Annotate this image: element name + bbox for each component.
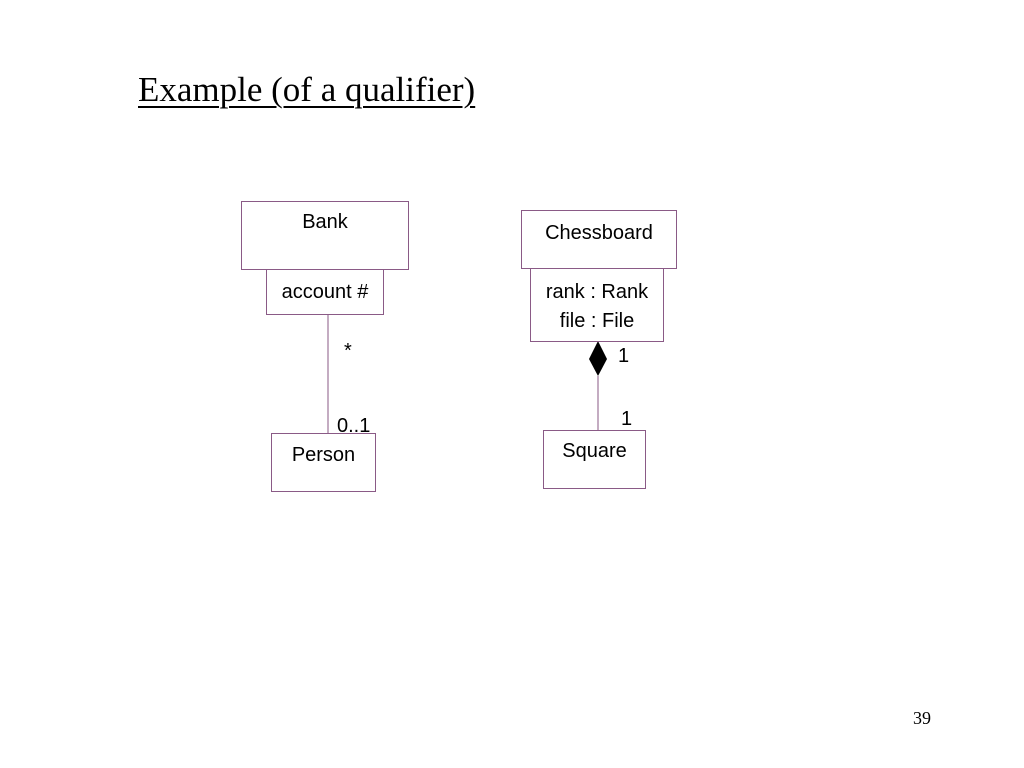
account-qualifier-box: account #	[266, 269, 384, 315]
multiplicity-many: *	[344, 340, 352, 362]
multiplicity-whole-one: 1	[618, 345, 630, 367]
rank-file-qualifier-box: rank : Rank file : File	[530, 268, 664, 342]
rank-qualifier-label: rank : Rank	[545, 281, 649, 303]
square-class-box: Square	[543, 430, 646, 489]
composition-diamond-icon	[589, 341, 607, 376]
chessboard-class-box: Chessboard	[521, 210, 677, 269]
slide-title: Example (of a qualifier)	[138, 70, 476, 109]
person-class-name: Person	[291, 444, 356, 466]
page-number: 39	[913, 708, 931, 728]
file-qualifier-label: file : File	[559, 310, 635, 332]
square-class-name: Square	[562, 440, 627, 462]
bank-class-box: Bank	[241, 201, 409, 270]
bank-class-name: Bank	[302, 211, 348, 233]
chessboard-class-name: Chessboard	[545, 222, 653, 244]
account-qualifier-label: account #	[281, 281, 369, 303]
person-class-box: Person	[271, 433, 376, 492]
multiplicity-part-one: 1	[621, 408, 633, 430]
multiplicity-zero-to-one: 0..1	[337, 415, 371, 437]
